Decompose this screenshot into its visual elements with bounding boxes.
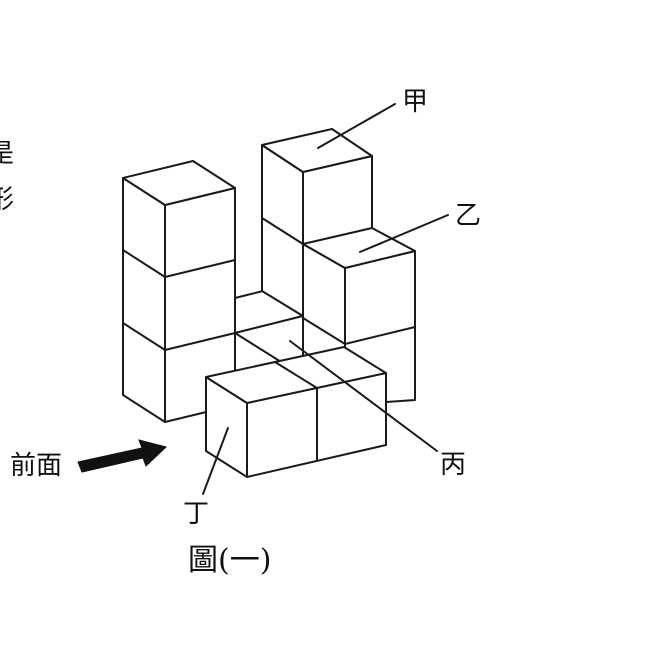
left-tower-seam-3 — [122, 322, 166, 351]
jia-top-face — [261, 128, 373, 173]
label-front: 前面 — [10, 451, 62, 481]
left-tower-top-face — [122, 160, 236, 206]
left-tower-seam-1 — [122, 249, 166, 278]
margin-text-1: 是 — [0, 139, 14, 169]
ding-seam-top — [274, 361, 318, 389]
margin-text-2: 形 — [0, 185, 14, 215]
yi-seam-1 — [344, 326, 416, 345]
left-tower-seam-2 — [164, 259, 236, 278]
label-ding: 丁 — [183, 499, 209, 529]
front-bar — [205, 346, 387, 478]
yi-top-face — [302, 227, 416, 269]
bing-leader-line — [289, 340, 438, 452]
front-arrow-icon — [77, 439, 167, 473]
left-tower-left-face — [122, 177, 166, 423]
jia-seam — [261, 217, 304, 245]
left-tower — [122, 160, 236, 423]
left-tower-seam-4 — [164, 332, 236, 351]
yi-seam-2 — [302, 317, 346, 345]
label-yi: 乙 — [455, 201, 481, 231]
figure-caption: 圖(一) — [188, 543, 271, 578]
ding-leader-line — [202, 427, 229, 495]
yi-leader-line — [359, 214, 449, 253]
label-jia: 甲 — [402, 87, 428, 117]
label-bing: 丙 — [440, 450, 466, 480]
jia-leader-line — [317, 103, 396, 149]
